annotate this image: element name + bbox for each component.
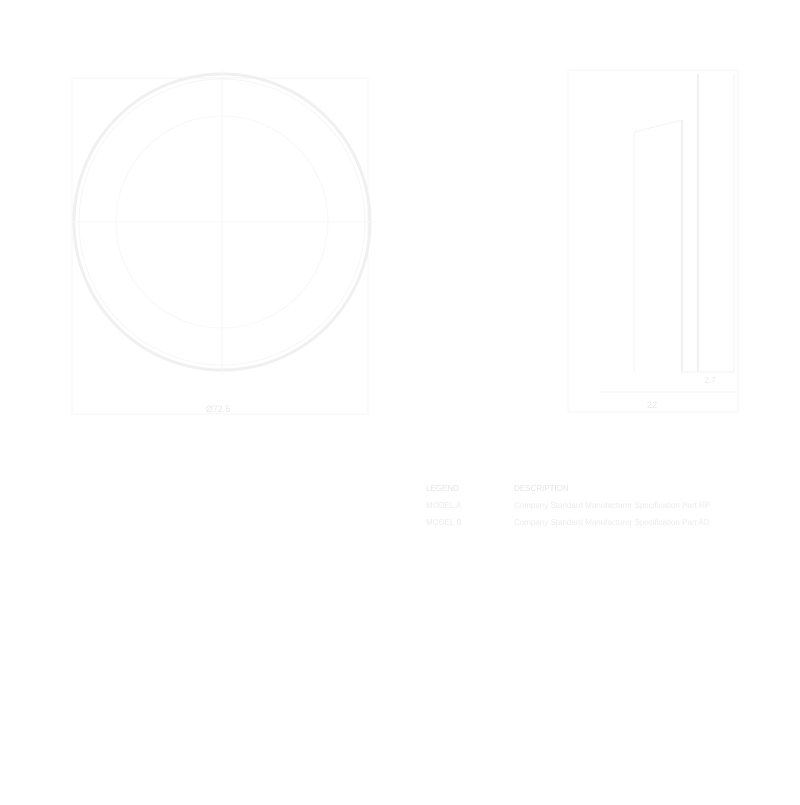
legend-row: MODEL A Company Standard Manufacturer Sp… <box>426 497 726 514</box>
legend-header-description: DESCRIPTION <box>514 484 569 493</box>
legend-description: Company Standard Manufacturer Specificat… <box>514 518 710 527</box>
thickness-label: 2.7 <box>704 376 716 385</box>
left-view-frame <box>71 77 369 415</box>
width-label: 22 <box>647 400 657 410</box>
legend-header-code: LEGEND <box>426 484 459 493</box>
legend-table: LEGEND DESCRIPTION MODEL A Company Stand… <box>426 480 726 531</box>
legend-code: MODEL A <box>426 501 462 510</box>
legend-header-row: LEGEND DESCRIPTION <box>426 480 726 497</box>
legend-row: MODEL B Company Standard Manufacturer Sp… <box>426 514 726 531</box>
diameter-label: Ø72.5 <box>206 404 231 414</box>
profile-chamfer <box>633 119 683 133</box>
legend-description: Company Standard Manufacturer Specificat… <box>514 501 711 510</box>
legend-code: MODEL B <box>426 518 462 527</box>
right-view-frame <box>567 69 739 413</box>
